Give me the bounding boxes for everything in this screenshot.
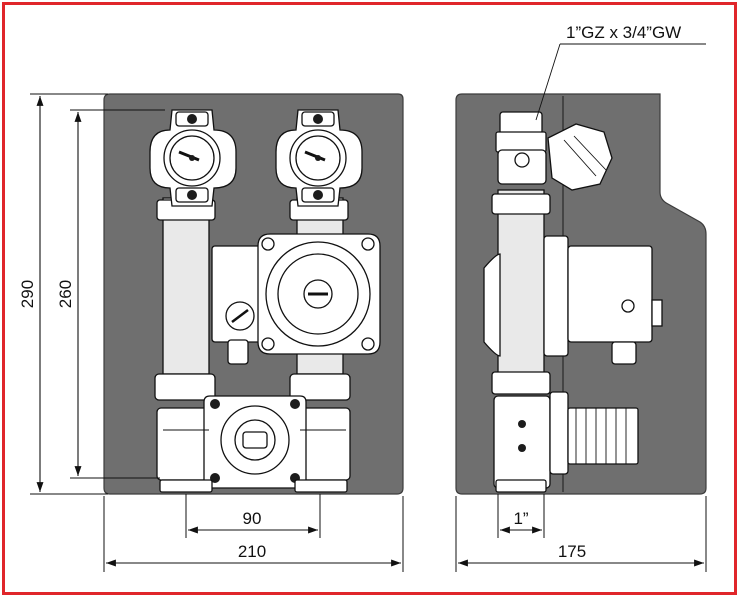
side-pipe [497, 189, 545, 375]
side-depth-label: 175 [558, 542, 586, 561]
front-view: 290 260 90 210 [18, 93, 404, 572]
circulation-pump [211, 233, 381, 365]
left-pipe-nut-bottom [154, 373, 216, 401]
side-valve-handle [547, 123, 613, 191]
connection-callout-label: 1”GZ x 3/4”GW [566, 23, 681, 42]
side-pump [483, 235, 663, 365]
left-pipe [162, 197, 210, 375]
front-width-label: 210 [238, 542, 266, 561]
right-thermometer-valve [275, 109, 363, 207]
pipe-size-label: 1” [513, 509, 528, 528]
left-thermometer-valve [149, 109, 237, 207]
connection-height-label: 260 [56, 280, 75, 308]
pipe-spacing-label: 90 [243, 509, 262, 528]
side-mixing-valve [493, 391, 639, 493]
pump-cable-gland [227, 339, 249, 365]
mixing-valve [156, 395, 351, 493]
side-top-connection [495, 111, 613, 191]
callout-leader [535, 43, 561, 121]
total-height-label: 290 [18, 280, 37, 308]
side-view: 1”GZ x 3/4”GW 1” 175 [455, 23, 707, 572]
right-pipe-nut-bottom [289, 373, 351, 401]
